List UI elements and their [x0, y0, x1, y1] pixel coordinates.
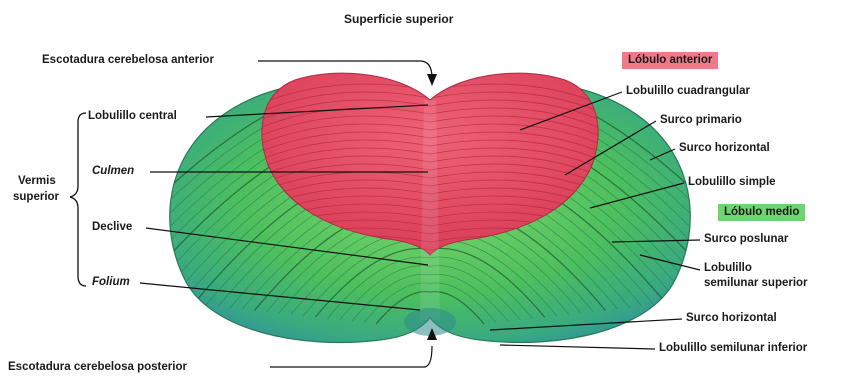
figure-title: Superficie superior	[344, 12, 453, 26]
label-escotadura-posterior: Escotadura cerebelosa posterior	[8, 361, 187, 374]
posterior-notch-shadow	[404, 308, 456, 336]
label-folium: Folium	[92, 276, 130, 289]
label-declive: Declive	[92, 221, 132, 234]
badge-anterior-lobe: Lóbulo anterior	[622, 52, 718, 69]
label-surco-horizontal-top: Surco horizontal	[679, 142, 770, 155]
label-lobulillo-semilunar-sup-2: semilunar superior	[704, 277, 808, 290]
arrow-anterior-notch	[427, 74, 437, 86]
label-escotadura-anterior: Escotadura cerebelosa anterior	[42, 54, 214, 67]
label-surco-primario: Surco primario	[660, 114, 742, 127]
label-lobulillo-semilunar-inf: Lobulillo semilunar inferior	[659, 342, 807, 355]
leader-lobulillo-semilunar-inf	[500, 345, 655, 349]
vermis-brace	[70, 113, 86, 286]
leader-escotadura-posterior	[270, 346, 432, 367]
label-surco-poslunar: Surco poslunar	[704, 233, 788, 246]
badge-middle-lobe: Lóbulo medio	[718, 204, 805, 221]
label-lobulillo-simple: Lobulillo simple	[688, 176, 776, 189]
label-culmen: Culmen	[92, 165, 134, 178]
label-vermis-2: superior	[13, 191, 59, 204]
label-surco-horizontal-bottom: Surco horizontal	[686, 312, 777, 325]
label-lobulillo-semilunar-sup-1: Lobulillo	[704, 262, 752, 275]
label-lobulillo-cuadrangular: Lobulillo cuadrangular	[626, 85, 750, 98]
label-vermis-1: Vermis	[18, 175, 56, 188]
label-lobulillo-central: Lobulillo central	[88, 110, 177, 123]
